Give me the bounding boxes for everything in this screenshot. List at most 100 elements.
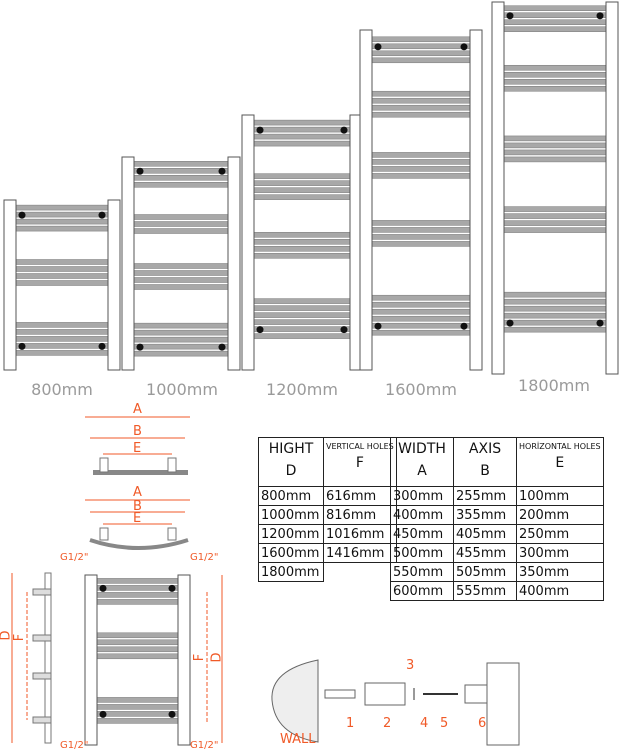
radiator-1000-bar — [133, 336, 229, 343]
radiator-front-view-bar — [96, 585, 179, 591]
radiator-1800-bar — [503, 142, 607, 149]
part-1: 1 — [346, 716, 355, 731]
radiator-front-view-mount-hole — [168, 710, 176, 718]
radiator-1800-bar — [503, 326, 607, 333]
radiator-1600-mount-hole — [460, 322, 468, 330]
dim-b-curved: B — [133, 499, 142, 514]
thread-bl: G1/2" — [60, 740, 89, 751]
radiator-1800-bar — [503, 291, 607, 298]
radiator-1800-right-rail — [605, 1, 619, 375]
part-4: 4 — [420, 716, 429, 731]
bracket-sleeve — [364, 682, 406, 706]
radiator-1000-bar — [133, 284, 229, 290]
radiator-1800-mount-hole — [506, 12, 514, 20]
valve-right — [167, 457, 177, 473]
radiator-1000-bar — [133, 221, 229, 227]
radiator-1600-bar — [371, 57, 471, 64]
radiator-800-mount-hole — [98, 211, 106, 219]
radiator-front-view-bar — [96, 639, 179, 646]
radiator-1600-bar — [371, 294, 471, 301]
radiator-1000-bar — [133, 228, 229, 234]
radiator-front-view-left-rail — [84, 574, 98, 746]
radiator-1800-bar — [503, 12, 607, 18]
radiator-1000-left-rail — [121, 156, 135, 371]
thread-tl: G1/2" — [60, 552, 89, 563]
part-6: 6 — [478, 716, 487, 731]
radiator-1600-bar — [371, 43, 471, 50]
radiator-1600-bar — [371, 315, 471, 322]
radiator-1600-bar — [371, 301, 471, 308]
radiator-front-view-bar — [96, 697, 179, 703]
radiator-1600-bar — [371, 36, 471, 43]
wall-bracket — [32, 588, 52, 596]
radiator-1000-right-rail — [227, 156, 241, 371]
radiator-1600-bar — [371, 90, 471, 97]
wall-bracket — [32, 716, 52, 724]
radiator-800-bar — [15, 336, 109, 342]
radiator-1800-bar — [503, 305, 607, 312]
radiator-1200-mount-hole — [256, 126, 264, 134]
radiator-front-view-bar — [96, 592, 179, 598]
radiator-rail-detail — [486, 662, 520, 746]
straight-bottom-view — [93, 470, 188, 475]
radiator-1200-bar — [253, 319, 351, 325]
radiator-1600-left-rail — [359, 29, 373, 371]
radiator-1200-bar — [253, 239, 351, 245]
radiator-1800-bar — [503, 298, 607, 305]
radiator-1200-bar — [253, 180, 351, 186]
radiator-1200-bar — [253, 126, 351, 133]
radiator-800-mount-hole — [18, 211, 26, 219]
radiator-800-bar — [15, 273, 109, 279]
dim-f-front: F — [192, 653, 208, 662]
radiator-1200-bar — [253, 194, 351, 200]
radiator-1200-bar — [253, 133, 351, 140]
radiator-front-view-bar — [96, 718, 179, 724]
radiator-1200-bar — [253, 119, 351, 126]
radiator-front-view-right-rail — [177, 574, 191, 746]
radiator-1200-bar — [253, 305, 351, 311]
height-label-800: 800mm — [31, 380, 93, 399]
radiator-front-view-bar — [96, 632, 179, 639]
radiator-1200-left-rail — [241, 114, 255, 371]
radiator-1000-bar — [133, 343, 229, 350]
wall-bracket — [32, 672, 52, 680]
radiator-1200-bar — [253, 187, 351, 193]
radiator-1800-bar — [503, 213, 607, 219]
radiator-1600-bar — [371, 322, 471, 329]
radiator-800-bar — [15, 322, 109, 328]
radiator-1000-mount-hole — [218, 167, 226, 175]
dim-e-top: E — [133, 441, 142, 456]
radiator-1200-bar — [253, 140, 351, 147]
valve-left — [99, 457, 109, 473]
radiator-1200-bar — [253, 253, 351, 259]
radiator-1800-bar — [503, 78, 607, 85]
radiator-1800-bar — [503, 156, 607, 163]
radiator-1800-mount-hole — [596, 12, 604, 20]
side-profile — [44, 572, 52, 744]
radiator-1600-bar — [371, 308, 471, 315]
radiator-800-bar — [15, 329, 109, 335]
radiator-1000-bar — [133, 350, 229, 357]
height-label-1800: 1800mm — [518, 376, 590, 395]
height-label-1000: 1000mm — [146, 380, 218, 399]
part-2: 2 — [383, 716, 392, 731]
radiator-1800-bar — [503, 19, 607, 25]
radiator-1200-bar — [253, 298, 351, 304]
radiator-800-bar — [15, 266, 109, 272]
radiator-1000-mount-hole — [136, 167, 144, 175]
radiator-1200-mount-hole — [256, 326, 264, 334]
radiator-1800-bar — [503, 149, 607, 156]
height-label-1200: 1200mm — [266, 380, 338, 399]
radiator-1600-bar — [371, 104, 471, 111]
radiator-1000-bar — [133, 168, 229, 174]
radiator-1200-mount-hole — [340, 326, 348, 334]
radiator-1200-bar — [253, 246, 351, 252]
dim-d-front: D — [209, 652, 225, 663]
dim-f-side: F — [12, 633, 28, 642]
radiator-1800-bar — [503, 135, 607, 142]
part-3: 3 — [406, 658, 415, 673]
radiator-1200-bar — [253, 333, 351, 339]
